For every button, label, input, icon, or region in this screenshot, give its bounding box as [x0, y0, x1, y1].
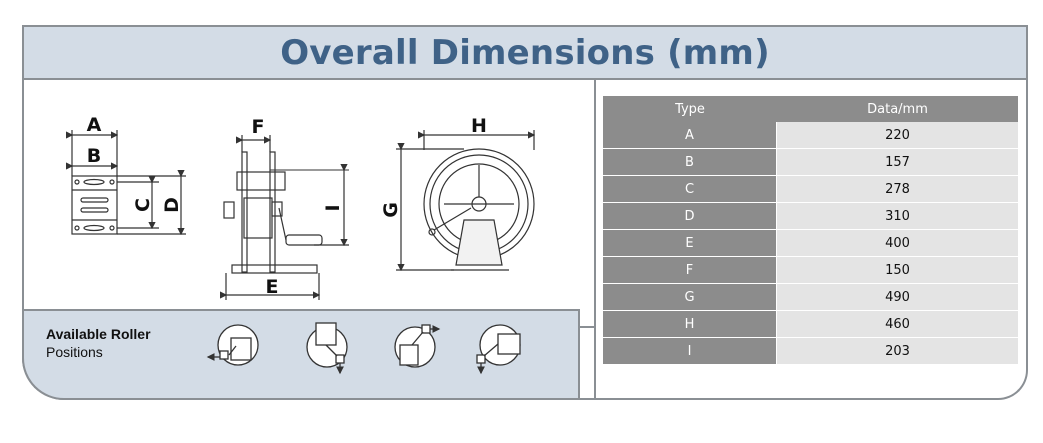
- table-row: B 157: [603, 149, 1018, 176]
- value-cell: 220: [777, 122, 1018, 149]
- reel-side-view-drawing: [220, 135, 349, 300]
- roller-subtitle: Positions: [46, 344, 103, 360]
- value-cell: 157: [777, 149, 1018, 176]
- type-cell: H: [603, 311, 777, 338]
- dim-label-a: A: [87, 114, 102, 136]
- reel-front-view-drawing: [396, 130, 536, 272]
- roller-positions-drawings: [206, 322, 521, 375]
- dim-label-g: G: [380, 202, 402, 218]
- title-banner: Overall Dimensions (mm): [22, 25, 1028, 80]
- value-cell: 490: [777, 284, 1018, 311]
- value-cell: 203: [777, 338, 1018, 365]
- table-row: A 220: [603, 122, 1018, 149]
- table-row: H 460: [603, 311, 1018, 338]
- table-row: D 310: [603, 203, 1018, 230]
- dim-label-e: E: [266, 276, 279, 298]
- roller-positions-panel: Available Roller Positions: [22, 309, 580, 400]
- dimension-drawings: A B C D F I E: [66, 114, 536, 300]
- type-cell: I: [603, 338, 777, 365]
- table-row: F 150: [603, 257, 1018, 284]
- type-cell: C: [603, 176, 777, 203]
- dim-label-h: H: [471, 115, 487, 137]
- roller-title: Available Roller: [46, 326, 151, 342]
- type-cell: F: [603, 257, 777, 284]
- dimensions-table: Type Data/mm A 220 B 157 C 278 D 310 E: [603, 96, 1018, 365]
- type-cell: E: [603, 230, 777, 257]
- value-cell: 460: [777, 311, 1018, 338]
- table-row: I 203: [603, 338, 1018, 365]
- type-cell: B: [603, 149, 777, 176]
- panel-connector-line: [580, 326, 597, 328]
- dimensions-table-panel: Type Data/mm A 220 B 157 C 278 D 310 E: [594, 80, 1028, 400]
- roller-position-4-icon: [476, 324, 521, 375]
- table-row: G 490: [603, 284, 1018, 311]
- mounting-plate-drawing: [66, 130, 186, 236]
- dim-label-b: B: [87, 145, 101, 167]
- table-header-row: Type Data/mm: [603, 96, 1018, 122]
- dim-label-c: C: [132, 198, 154, 212]
- type-cell: A: [603, 122, 777, 149]
- table-header-data: Data/mm: [777, 96, 1018, 122]
- roller-position-1-icon: [206, 324, 259, 366]
- roller-position-2-icon: [306, 322, 348, 375]
- value-cell: 150: [777, 257, 1018, 284]
- type-cell: D: [603, 203, 777, 230]
- dim-label-f: F: [252, 116, 265, 138]
- dim-label-d: D: [161, 197, 183, 213]
- table-row: E 400: [603, 230, 1018, 257]
- dim-label-i: I: [322, 204, 344, 211]
- table-header-type: Type: [603, 96, 777, 122]
- value-cell: 310: [777, 203, 1018, 230]
- type-cell: G: [603, 284, 777, 311]
- value-cell: 278: [777, 176, 1018, 203]
- value-cell: 400: [777, 230, 1018, 257]
- page-title: Overall Dimensions (mm): [280, 32, 770, 73]
- roller-position-3-icon: [394, 324, 441, 368]
- table-row: C 278: [603, 176, 1018, 203]
